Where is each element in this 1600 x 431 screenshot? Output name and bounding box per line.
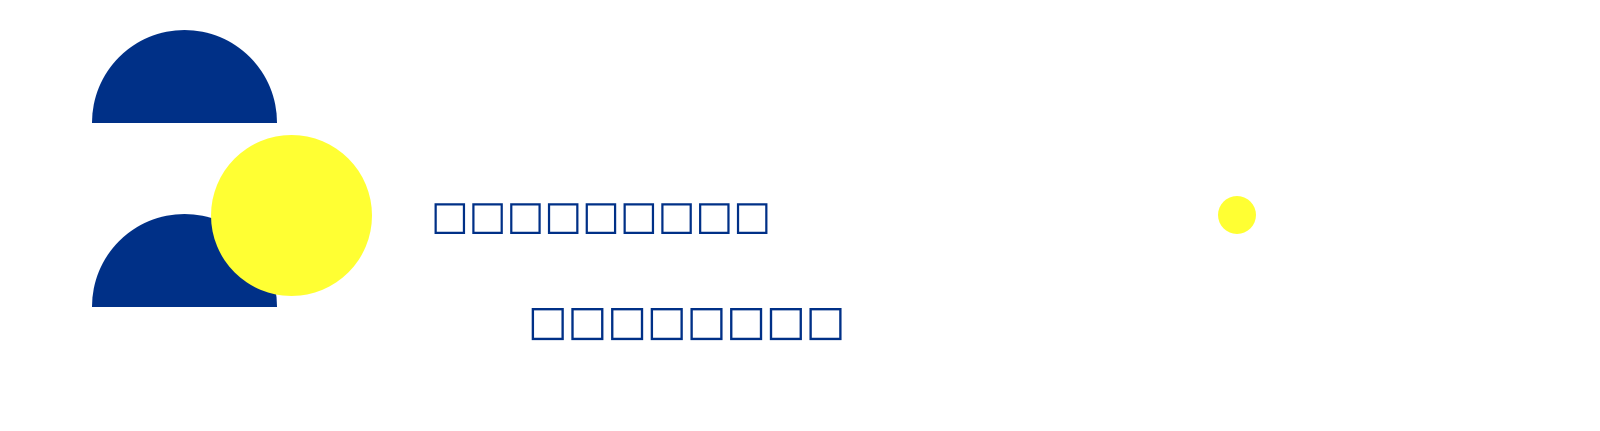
text-line-1: □□□□□□□□□ [431, 193, 772, 239]
text-line-2: □□□□□□□□ [528, 296, 846, 345]
yellow-dot-small [1218, 196, 1256, 234]
yellow-circle-large [211, 135, 372, 296]
blue-semicircle-top [92, 30, 277, 123]
